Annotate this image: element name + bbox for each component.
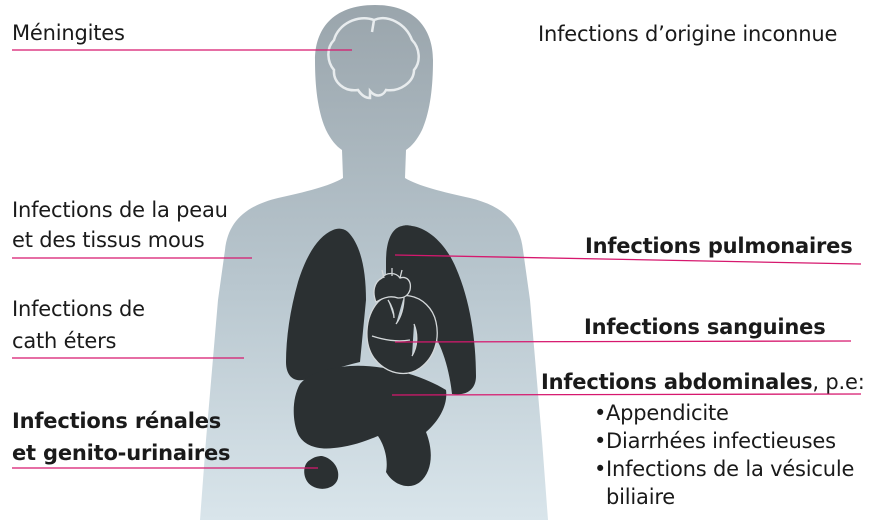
list-item: biliaire [594, 483, 854, 511]
label-abdominal-suffix: , p.e: [812, 370, 864, 394]
body-silhouette [200, 5, 548, 520]
label-meningites: Méningites [12, 19, 125, 47]
label-catheter-line1: Infections de [12, 295, 145, 323]
label-unknown-origin: Infections d’origine inconnue [538, 20, 837, 48]
label-blood: Infections sanguines [584, 313, 826, 341]
label-skin-line2: et des tissus mous [12, 226, 205, 254]
label-renal-line1: Infections rénales [12, 407, 221, 435]
label-skin-line1: Infections de la peau [12, 196, 228, 224]
label-abdominal: Infections abdominales, p.e: [541, 368, 865, 396]
label-catheter-line2: cath éters [12, 327, 116, 355]
list-item: •Diarrhées infectieuses [594, 427, 854, 455]
label-pulmonary: Infections pulmonaires [585, 232, 853, 260]
list-item: •Infections de la vésicule [594, 455, 854, 483]
label-renal-line2: et genito-urinaires [12, 439, 230, 467]
abdominal-examples-list: •Appendicite •Diarrhées infectieuses •In… [594, 399, 854, 511]
label-abdominal-title: Infections abdominales [541, 370, 812, 394]
list-item: •Appendicite [594, 399, 854, 427]
